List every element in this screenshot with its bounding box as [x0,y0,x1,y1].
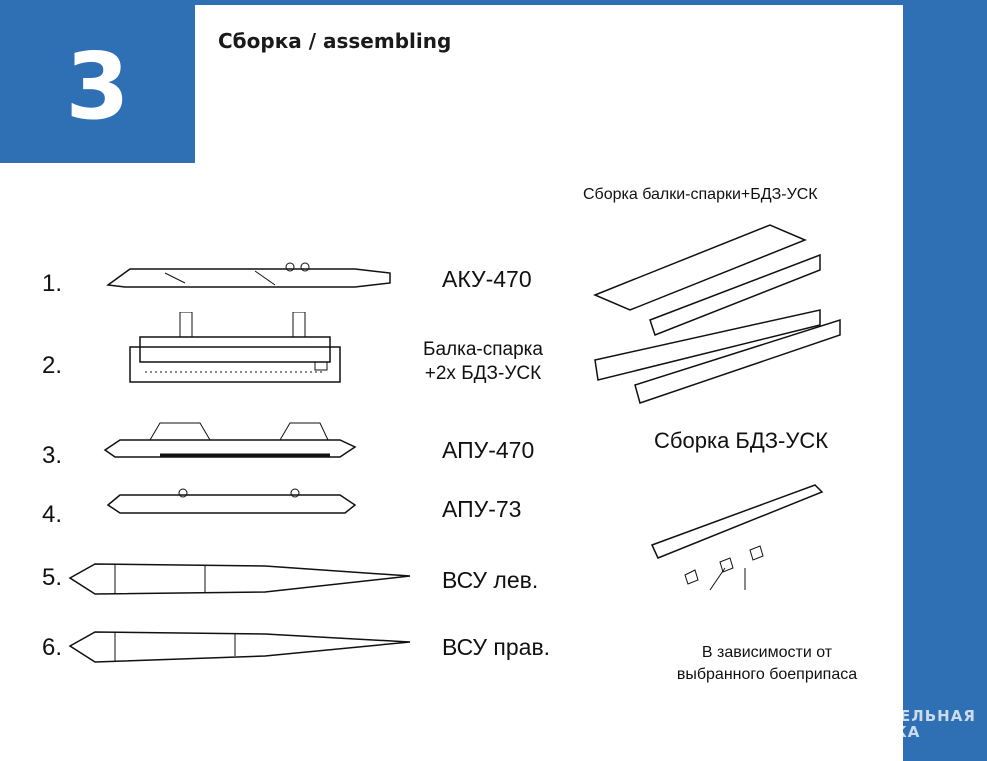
part-label-2: Балка-спарка +2х БДЗ-УСК [423,338,543,386]
apu-73-drawing [106,488,357,514]
step-number: 3 [0,0,195,163]
watermark-line1: МОДЕЛЬНАЯ [856,707,976,725]
part-label-3: АПУ-470 [442,437,535,463]
watermark-line2: ЛАВКА [856,723,921,741]
part-label-6: ВСУ прав. [442,634,551,660]
part-number-4: 4. [42,501,63,528]
vsu-right-drawing [68,631,411,663]
ammo-note-line1: В зависимости от [701,644,833,661]
part-label-1: АКУ-470 [442,266,532,292]
part-number-1: 1. [42,270,63,297]
part-number-5: 5. [42,564,63,591]
part-label-4: АПУ-73 [442,496,522,522]
aku-470-drawing [106,262,391,288]
twin-beam-assembly-drawing [593,224,841,404]
twin-beam-drawing [129,312,341,383]
ammo-note-line2: выбранного боеприпаса [676,666,858,683]
page-title: Сборка / assembling [218,29,452,53]
bdz-assembly-drawing [650,484,824,591]
heading-bdz-assembly: Сборка БДЗ-УСК [654,428,829,453]
part-label-2-line1: Балка-спарка [423,339,543,360]
right-band [903,0,987,761]
part-number-3: 3. [42,442,63,469]
apu-470-drawing [103,422,357,458]
part-number-2: 2. [42,352,63,379]
ammo-note: В зависимости от выбранного боеприпаса [652,642,882,686]
heading-twin-beam-assembly: Сборка балки-спарки+БДЗ-УСК [583,186,818,203]
vsu-left-drawing [68,563,411,595]
part-label-5: ВСУ лев. [442,567,539,593]
part-number-6: 6. [42,634,63,661]
watermark-logo: МОДЕЛЬНАЯ ЛАВКА [828,708,976,740]
part-label-2-line2: +2х БДЗ-УСК [424,363,542,384]
top-band [0,0,987,5]
